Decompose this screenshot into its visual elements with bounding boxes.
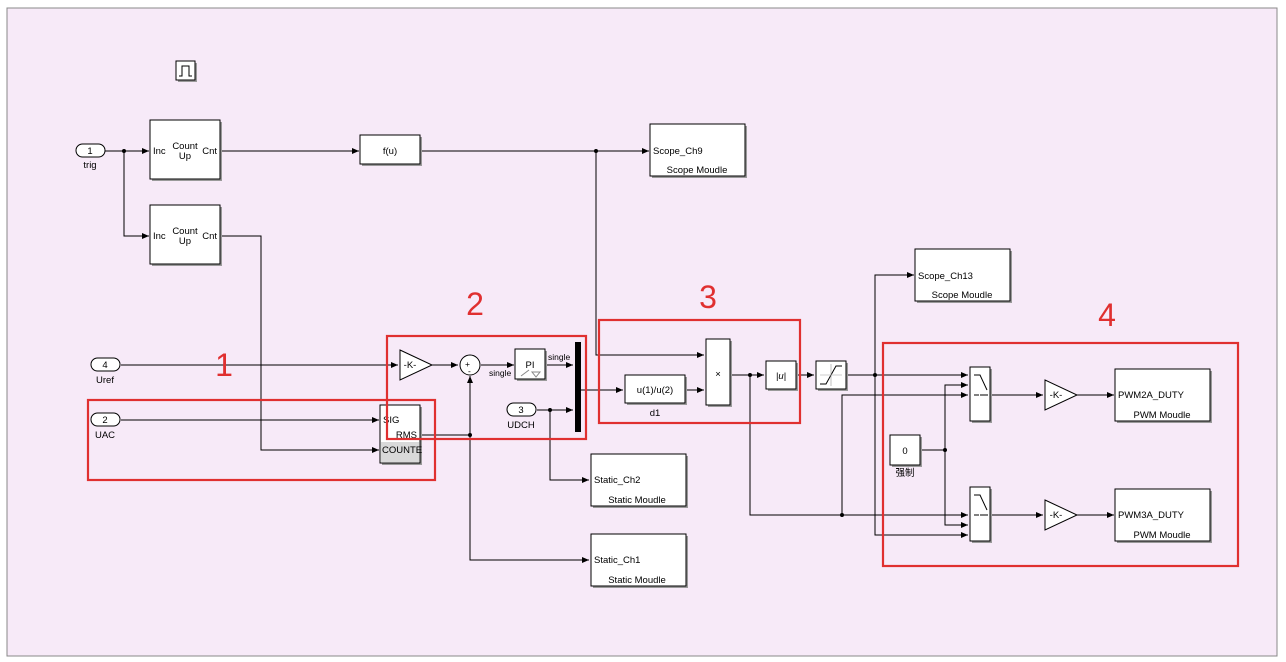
scope-ch9-block[interactable]: Scope_Ch9 Scope Moudle: [649, 123, 747, 178]
abs-symbol: |u|: [776, 371, 786, 382]
product-symbol: ×: [715, 369, 721, 380]
static-ch1-name: Static_Ch1: [594, 555, 640, 566]
counter1-cnt: Cnt: [202, 146, 217, 157]
divide-expression: u(1)/u(2): [637, 385, 673, 396]
inport-trig[interactable]: 1 trig: [75, 143, 106, 171]
pwm2a-subtitle: PWM Moudle: [1133, 410, 1190, 421]
scope-ch9-subtitle: Scope Moudle: [667, 165, 728, 176]
scope-ch13-block[interactable]: Scope_Ch13 Scope Moudle: [914, 248, 1012, 303]
pwm2a-duty-block[interactable]: PWM2A_DUTY PWM Moudle: [1114, 368, 1212, 423]
abs-block[interactable]: |u|: [765, 360, 798, 391]
gain-pwm2-block[interactable]: -K-: [1044, 379, 1079, 411]
inport-udch[interactable]: 3 UDCH: [506, 402, 537, 431]
static-ch2-subtitle: Static Moudle: [608, 495, 666, 506]
scope-ch9-name: Scope_Ch9: [653, 146, 703, 157]
counter-up-block-2[interactable]: Inc Count Up Cnt: [149, 204, 222, 266]
inport-uac-number: 2: [102, 415, 107, 426]
counter1-up: Up: [179, 151, 191, 162]
switch-block-2[interactable]: [969, 486, 992, 543]
annotation-box-3: [597, 318, 802, 425]
rms-rms-port: RMS: [396, 430, 417, 441]
constant-label: 强制: [895, 467, 914, 479]
mux-block[interactable]: [575, 342, 581, 432]
single-label-2: single: [548, 352, 570, 362]
gain-pwm3-block[interactable]: -K-: [1044, 499, 1079, 531]
inport-udch-label: UDCH: [507, 420, 535, 431]
sum-minus-sign: -: [468, 366, 471, 376]
inport-trig-label: trig: [83, 160, 96, 171]
annotation-box-2: [385, 334, 588, 441]
inport-udch-number: 3: [518, 405, 523, 416]
annotation-number-1: 1: [215, 347, 233, 383]
counter1-count: Count: [172, 141, 198, 152]
static-ch2-name: Static_Ch2: [594, 475, 640, 486]
fcn-expression: f(u): [383, 146, 397, 157]
data-type-convert-icon: [520, 369, 542, 378]
gain-value: -K-: [404, 360, 417, 371]
counter2-count: Count: [172, 226, 198, 237]
pulse-icon: [179, 65, 192, 77]
divide-label: d1: [650, 408, 661, 419]
inport-uref[interactable]: 4 Uref: [90, 357, 121, 386]
pi-label: PI: [526, 360, 535, 371]
scope-ch13-name: Scope_Ch13: [918, 271, 973, 282]
sum-plus-sign: +: [465, 359, 470, 369]
switch-block-1[interactable]: [969, 366, 992, 423]
static-ch2-block[interactable]: Static_Ch2 Static Moudle: [590, 453, 688, 508]
inport-uref-number: 4: [102, 360, 107, 371]
counter1-inc: Inc: [153, 146, 166, 157]
rms-subsystem-block[interactable]: SIG RMS COUNTE: [379, 404, 422, 465]
counter2-up: Up: [179, 236, 191, 247]
annotation-box-4: [881, 341, 1240, 568]
static-ch1-subtitle: Static Moudle: [608, 575, 666, 586]
gain-pwm3-value: -K-: [1050, 510, 1063, 521]
constant-block[interactable]: 0 强制: [889, 434, 922, 479]
product-block[interactable]: ×: [705, 338, 732, 407]
signal-wires: [105, 148, 1114, 563]
annotation-number-3: 3: [699, 279, 717, 315]
inport-uac[interactable]: 2 UAC: [90, 412, 121, 441]
switch-1-icon: [974, 374, 988, 396]
inport-uref-label: Uref: [96, 375, 114, 386]
annotation-number-2: 2: [466, 286, 484, 322]
pwm3a-subtitle: PWM Moudle: [1133, 530, 1190, 541]
inport-uac-label: UAC: [95, 430, 115, 441]
switch-2-icon: [974, 494, 988, 516]
pwm3a-duty-block[interactable]: PWM3A_DUTY PWM Moudle: [1114, 488, 1212, 543]
counter2-inc: Inc: [153, 231, 166, 242]
inport-trig-number: 1: [87, 146, 92, 157]
sum-block[interactable]: + -: [459, 354, 481, 376]
rms-counter-port: COUNTE: [382, 445, 422, 456]
constant-value: 0: [902, 446, 907, 457]
rms-sig-port: SIG: [383, 415, 399, 426]
gain-block[interactable]: -K-: [399, 349, 434, 381]
scope-ch13-subtitle: Scope Moudle: [932, 290, 993, 301]
counter-up-block-1[interactable]: Inc Count Up Cnt: [149, 119, 222, 181]
single-label-1: single: [489, 368, 511, 378]
annotation-number-4: 4: [1098, 297, 1116, 333]
fcn-block[interactable]: f(u): [359, 134, 422, 166]
pwm2a-name: PWM2A_DUTY: [1118, 390, 1185, 401]
gain-pwm2-value: -K-: [1050, 390, 1063, 401]
pulse-generator-block[interactable]: [175, 60, 197, 82]
counter2-cnt: Cnt: [202, 231, 217, 242]
annotation-overlays: 1 2 3 4: [86, 279, 1240, 568]
pi-controller-block[interactable]: PI: [514, 348, 547, 381]
static-ch1-block[interactable]: Static_Ch1 Static Moudle: [590, 533, 688, 588]
pwm3a-name: PWM3A_DUTY: [1118, 510, 1185, 521]
saturation-block[interactable]: [815, 360, 848, 391]
divide-fcn-block[interactable]: u(1)/u(2) d1: [624, 374, 687, 419]
